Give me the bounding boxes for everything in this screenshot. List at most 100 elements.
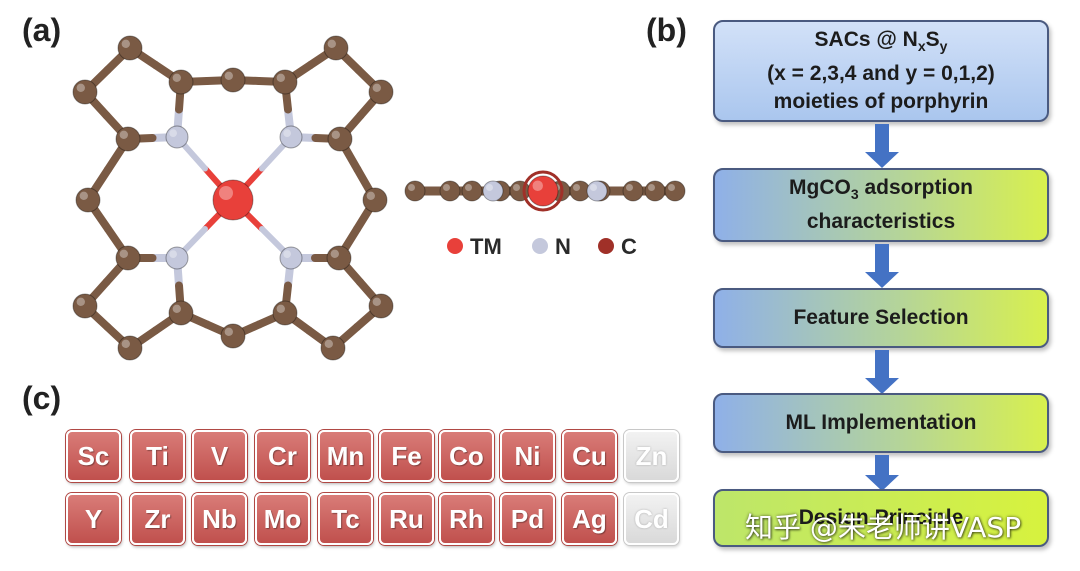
element-tile-rh: Rh bbox=[439, 493, 494, 545]
metal-atom-highlight bbox=[532, 180, 543, 191]
nitrogen-atom-highlight bbox=[283, 129, 291, 137]
nitrogen-atom bbox=[165, 125, 189, 149]
flow-arrow-1 bbox=[865, 124, 899, 168]
carbon-atom bbox=[220, 323, 246, 349]
nitrogen-atom bbox=[165, 246, 189, 270]
carbon-atom bbox=[115, 126, 141, 152]
legend-label-c: C bbox=[621, 234, 637, 259]
nitrogen-atom bbox=[279, 246, 303, 270]
carbon-atom-highlight bbox=[648, 184, 655, 191]
legend-label-n: N bbox=[555, 234, 571, 259]
metal-atom bbox=[527, 175, 559, 207]
flow-box-sacs-line2: (x = 2,3,4 and y = 0,1,2) bbox=[767, 62, 995, 86]
carbon-atom bbox=[323, 35, 349, 61]
element-tile-zn: Zn bbox=[624, 430, 679, 482]
metal-atom-highlight bbox=[219, 186, 233, 200]
carbon-atom bbox=[368, 79, 394, 105]
carbon-atom-highlight bbox=[76, 297, 86, 306]
legend-dot-tm bbox=[447, 238, 463, 254]
atom-legend: TM N C bbox=[447, 234, 637, 259]
element-tile-zr: Zr bbox=[130, 493, 185, 545]
metal-atom-outline bbox=[522, 170, 564, 212]
carbon-atom-highlight bbox=[330, 249, 339, 258]
flow-box-sacs-line1: SACs @ NxSy bbox=[814, 27, 948, 55]
carbon-atom bbox=[220, 67, 246, 93]
carbon-atom-highlight bbox=[276, 304, 285, 313]
element-tile-v: V bbox=[192, 430, 247, 482]
carbon-atom bbox=[72, 293, 98, 319]
nitrogen-atom bbox=[279, 125, 303, 149]
nitrogen-atom-highlight bbox=[486, 184, 493, 191]
element-tile-ru: Ru bbox=[379, 493, 434, 545]
carbon-atom bbox=[168, 69, 194, 95]
element-tile-ag: Ag bbox=[562, 493, 617, 545]
element-tile-cd: Cd bbox=[624, 493, 679, 545]
carbon-atom bbox=[115, 245, 141, 271]
flow-arrow-4 bbox=[865, 455, 899, 491]
element-tile-tc: Tc bbox=[318, 493, 373, 545]
carbon-atom-highlight bbox=[121, 339, 130, 348]
flow-arrow-3 bbox=[865, 350, 899, 394]
flow-box-mgco3-line1: MgCO3 adsorption bbox=[789, 175, 973, 203]
carbon-atom-highlight bbox=[668, 184, 675, 191]
carbon-atom bbox=[404, 180, 426, 202]
carbon-atom-highlight bbox=[465, 184, 472, 191]
carbon-atom bbox=[368, 293, 394, 319]
carbon-atom-highlight bbox=[172, 304, 181, 313]
carbon-atom bbox=[72, 79, 98, 105]
carbon-atom-highlight bbox=[372, 297, 381, 306]
carbon-atom-highlight bbox=[327, 39, 336, 48]
flow-arrow-2 bbox=[865, 244, 899, 288]
carbon-atom-highlight bbox=[121, 39, 130, 48]
element-tile-sc: Sc bbox=[66, 430, 121, 482]
carbon-atom bbox=[272, 300, 298, 326]
metal-atom bbox=[212, 179, 254, 221]
element-tile-fe: Fe bbox=[379, 430, 434, 482]
carbon-atom bbox=[117, 335, 143, 361]
carbon-atom-highlight bbox=[324, 339, 333, 348]
legend-dot-n bbox=[532, 238, 548, 254]
flow-box-sacs-line3: moieties of porphyrin bbox=[773, 90, 989, 114]
legend-label-tm: TM bbox=[470, 234, 502, 259]
carbon-atom-highlight bbox=[224, 327, 233, 336]
carbon-atom bbox=[509, 180, 531, 202]
element-tile-nb: Nb bbox=[192, 493, 247, 545]
nitrogen-atom-highlight bbox=[283, 250, 291, 258]
carbon-atom bbox=[117, 35, 143, 61]
element-tile-cr: Cr bbox=[255, 430, 310, 482]
carbon-atom-highlight bbox=[276, 73, 285, 83]
nitrogen-atom-highlight bbox=[169, 129, 177, 137]
element-tile-co: Co bbox=[439, 430, 494, 482]
carbon-atom bbox=[327, 126, 353, 152]
carbon-atom-highlight bbox=[76, 83, 86, 93]
carbon-atom-highlight bbox=[224, 71, 233, 81]
panel-label-a: (a) bbox=[22, 12, 62, 48]
carbon-atom bbox=[320, 335, 346, 361]
flow-box-ml-implementation: ML Implementation bbox=[713, 393, 1049, 453]
carbon-atom bbox=[439, 180, 461, 202]
carbon-atom bbox=[644, 180, 666, 202]
carbon-atom-highlight bbox=[79, 191, 89, 200]
panel-label-c: (c) bbox=[22, 380, 62, 416]
element-tile-ni: Ni bbox=[500, 430, 555, 482]
carbon-atom-highlight bbox=[443, 184, 450, 191]
carbon-atom-highlight bbox=[513, 184, 520, 191]
carbon-atom-highlight bbox=[172, 73, 181, 83]
carbon-atom bbox=[622, 180, 644, 202]
carbon-atom-highlight bbox=[408, 184, 415, 191]
nitrogen-atom bbox=[482, 180, 504, 202]
carbon-atom-highlight bbox=[573, 184, 580, 191]
panel-label-b: (b) bbox=[646, 12, 687, 48]
nitrogen-atom-highlight bbox=[169, 250, 177, 258]
carbon-atom bbox=[272, 69, 298, 95]
nitrogen-atom bbox=[586, 180, 608, 202]
carbon-atom-highlight bbox=[366, 191, 375, 200]
flow-box-mgco3-line2: characteristics bbox=[806, 210, 956, 234]
flow-box-sacs: SACs @ NxSy (x = 2,3,4 and y = 0,1,2) mo… bbox=[713, 20, 1049, 122]
carbon-atom-highlight bbox=[119, 130, 128, 139]
carbon-atom bbox=[461, 180, 483, 202]
porphyrin-side-view bbox=[404, 170, 686, 212]
carbon-atom bbox=[664, 180, 686, 202]
carbon-atom bbox=[362, 187, 388, 213]
flow-box-design-principle: Design Principle bbox=[713, 489, 1049, 547]
